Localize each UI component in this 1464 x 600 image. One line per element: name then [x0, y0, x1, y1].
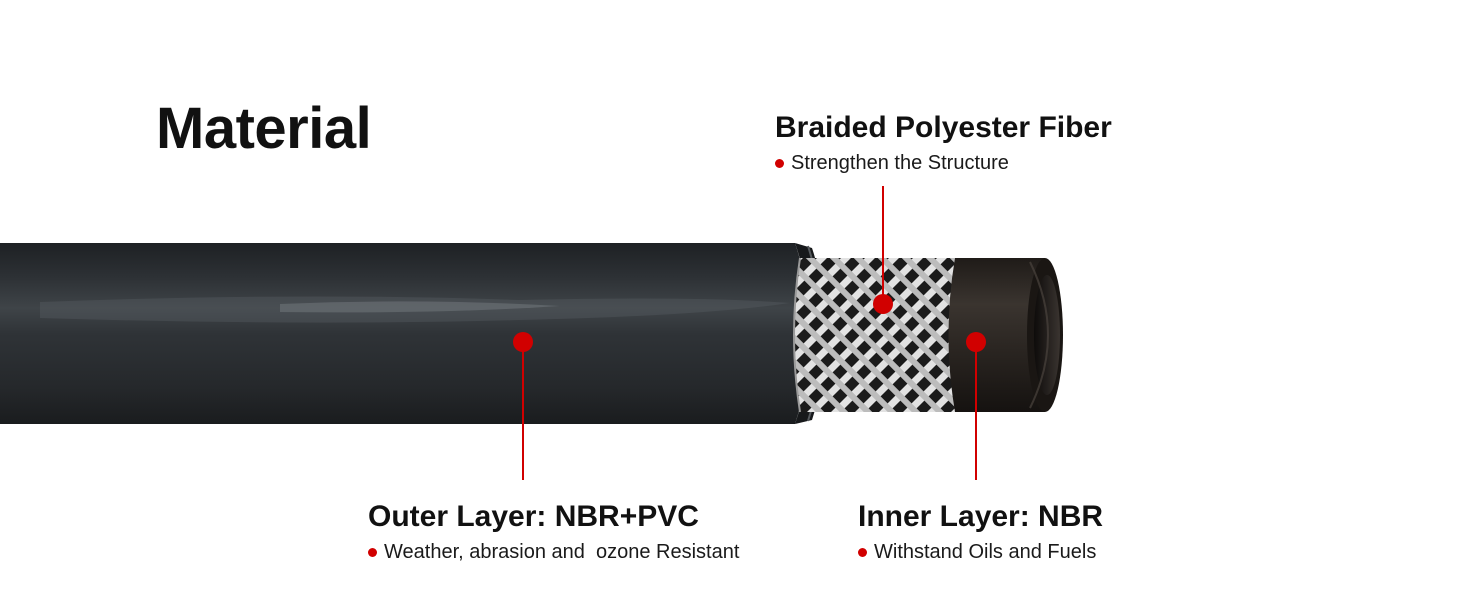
braided-layer [793, 257, 960, 413]
braided-polyester-description-row: Strengthen the Structure [775, 153, 1112, 173]
bullet-dot-icon [775, 158, 784, 168]
inner-layer [948, 258, 1063, 412]
outer-layer [0, 243, 826, 424]
bullet-dot-icon [368, 547, 377, 557]
page-title: Material [156, 96, 372, 161]
outer-layer-description-row: Weather, abrasion and ozone Resistant [368, 542, 739, 562]
inner-layer-description: Withstand Oils and Fuels [874, 541, 1097, 563]
inner-layer-heading: Inner Layer: NBR [858, 500, 1104, 533]
braided-polyester-callout: Braided Polyester Fiber Strengthen the S… [775, 113, 1112, 173]
braided-polyester-heading: Braided Polyester Fiber [775, 111, 1112, 144]
inner-layer-marker [966, 332, 986, 480]
outer-layer-callout: Outer Layer: NBR+PVC Weather, abrasion a… [368, 502, 739, 562]
outer-layer-heading: Outer Layer: NBR+PVC [368, 500, 699, 533]
inner-layer-description-row: Withstand Oils and Fuels [858, 542, 1103, 562]
bullet-dot-icon [858, 547, 867, 557]
outer-layer-marker [513, 332, 533, 480]
braided-polyester-description: Strengthen the Structure [791, 152, 1009, 174]
outer-layer-description: Weather, abrasion and ozone Resistant [384, 541, 740, 563]
inner-layer-callout: Inner Layer: NBR Withstand Oils and Fuel… [858, 502, 1103, 562]
braided-layer-marker [873, 186, 893, 314]
